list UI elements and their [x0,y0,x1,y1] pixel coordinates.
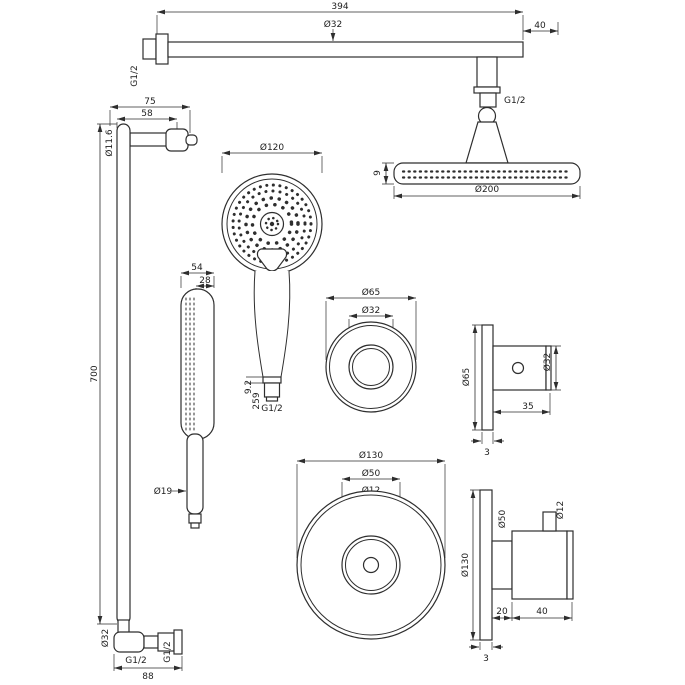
overhead-shower-view: 9 Ø200 [373,106,581,199]
arm-wall-thread [142,38,157,60]
arm-wall-flange [155,33,169,65]
dim-small-handle-diameter: Ø32 [542,353,553,372]
label-arm-outlet-thread: G1/2 [504,96,525,106]
dim-pin-diameter: Ø11.6 [104,129,115,156]
small-handle-front-rim [352,348,390,386]
dim-grip-diameter: Ø19 [154,486,173,497]
hand-side-thread [188,513,202,524]
dim-large-stem-diameter: Ø12 [555,501,566,520]
dim-hand-total-length: 259 [252,392,262,409]
arm-tube [167,41,524,58]
small-valve-front-view: Ø65 Ø32 [325,287,417,413]
hand-handle-right-edge [280,270,291,378]
hand-side-face-texture [185,297,195,431]
dim-bar-length: 700 [90,365,100,382]
large-handle-front-rim [345,539,397,591]
dim-small-front-inner: Ø32 [362,305,381,316]
large-valve-side-view: Ø130 Ø50 Ø12 20 40 3 [460,489,574,664]
dim-foot-length: 88 [142,672,154,682]
head-nozzle-dots [401,170,573,179]
dim-bracket-reach: 75 [144,97,155,107]
dim-large-rosette-thickness: 3 [483,654,489,664]
dim-hand-face-diameter: Ø120 [260,142,285,153]
slide-bar-view: 75 58 Ø11.6 700 Ø32 G1/2 G1/2 88 [90,97,198,682]
arm-drop-tube [476,56,498,88]
hand-handle-left-edge [253,270,264,378]
small-rosette-rim [329,325,413,409]
dim-large-front-inner: Ø50 [362,468,381,479]
hub-nozzles [264,216,280,232]
dim-large-hub-length: 20 [496,607,508,617]
dim-neck-length: 9.2 [244,380,254,394]
bar-foot-body [113,631,145,653]
dim-small-side-rosette: Ø65 [461,368,472,387]
bar-bracket-arm [129,132,169,147]
dim-large-side-rosette: Ø130 [460,553,471,578]
head-cone [465,121,509,164]
small-handle-endcap [545,345,552,391]
large-handle-endcap [566,530,574,600]
small-handle-front [348,344,394,390]
label-foot-outlet-thread: G1/2 [163,641,173,662]
label-foot-thread: G1/2 [125,656,146,666]
hand-neck [262,376,282,384]
label-hand-thread: G1/2 [261,404,282,414]
hand-shower-front-view: Ø120 9.2 259 G1/2 [221,142,323,414]
nozzle-ring-1 [231,183,313,265]
dim-small-handle-length: 35 [522,402,533,412]
dim-small-front-outer: Ø65 [362,287,381,298]
large-stem-side [542,511,557,532]
dim-large-handle-diameter: Ø50 [497,509,508,528]
large-rosette-side [479,489,493,641]
hand-thread-cap [265,396,279,402]
hand-handle-fill [254,271,290,377]
large-valve-front-view: Ø130 Ø50 Ø12 [296,450,446,640]
hand-side-cap [190,522,200,529]
dim-arm-length: 394 [331,2,348,12]
dim-large-handle-length: 40 [536,607,548,617]
hand-shower-side-view: 54 28 Ø19 [154,263,215,529]
hand-side-grip [186,433,204,515]
dim-small-rosette-thickness: 3 [484,448,490,458]
dim-bracket-inner: 58 [141,109,153,119]
arm-collar [473,86,501,94]
dim-large-front-outer: Ø130 [359,450,384,461]
dim-arm-end-length: 40 [534,21,546,31]
arm-outlet-thread [479,92,497,108]
large-stem-front [362,556,380,574]
large-handle-knurl [511,530,568,600]
bar-holder [165,128,189,152]
dim-foot-diameter: Ø32 [100,629,111,648]
bar-foot-tube [143,635,159,649]
mode-button [256,248,288,272]
small-rosette-side [481,324,494,431]
large-hub [491,540,513,590]
bar-rail [116,123,131,625]
dim-head-diameter: Ø200 [475,184,500,195]
hand-thread [263,382,281,398]
nozzle-ring-2 [237,189,307,259]
bar-holder-pin [185,134,198,146]
bar-foot-flange [173,629,183,655]
small-handle-screw [511,361,525,375]
dim-hand-head-depth: 28 [199,276,211,286]
label-arm-wall-thread: G1/2 [130,65,140,86]
dim-arm-diameter: Ø32 [324,19,343,30]
small-valve-side-view: Ø65 Ø32 35 3 [461,324,561,458]
hub-center-dot [269,221,275,227]
head-disc [393,162,581,185]
dim-head-thickness: 9 [373,170,383,176]
shower-arm-view: 394 Ø32 40 G1/2 G1/2 [130,2,559,108]
large-rosette-rim [300,494,442,636]
nozzle-ring-4 [250,202,294,246]
dim-hand-side-width: 54 [191,263,203,273]
